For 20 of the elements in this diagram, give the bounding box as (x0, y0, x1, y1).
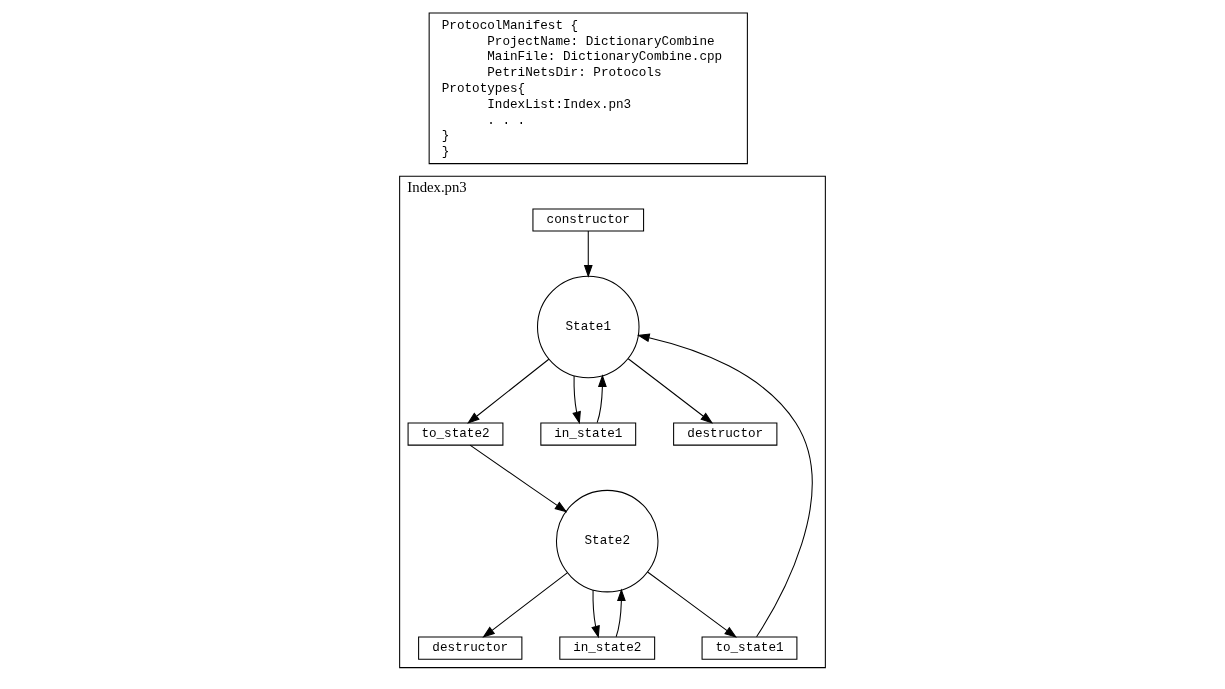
arrow (591, 589, 600, 639)
node-box: in_state2 (559, 636, 656, 660)
node-box: to_state2 (407, 422, 504, 446)
node-box: destructor (673, 422, 778, 446)
node-box: constructor (532, 208, 645, 232)
node-circle: State1 (537, 275, 640, 379)
arrow (637, 333, 813, 638)
node-box: destructor (418, 636, 523, 660)
arrow (647, 571, 737, 638)
node-box: ProtocolManifest { ProjectName: DictionaryCombine MainFile: DictionaryCombine.cpp PetriNetsDir: Protocols Prototypes{ IndexList:Index.pn3 . . . } } (428, 12, 748, 165)
arrow (572, 375, 581, 425)
arrow (627, 358, 714, 424)
arrow (583, 230, 593, 278)
arrow (467, 358, 550, 424)
node-box: to_state1 (701, 636, 798, 660)
node-box: in_state1 (540, 422, 637, 446)
arrow (469, 444, 568, 513)
arrow (482, 572, 568, 638)
arrow (596, 374, 607, 424)
arrow (615, 588, 626, 638)
